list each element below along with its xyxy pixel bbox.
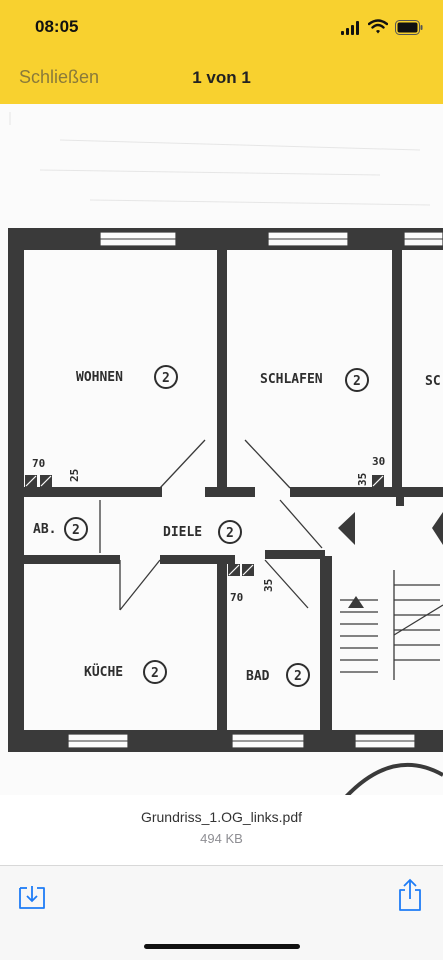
battery-icon [395,20,423,35]
dimension-25: 25 [68,469,81,482]
room-number-bad: 2 [294,669,302,684]
dimension-35-schlafen: 35 [356,473,369,486]
wifi-icon [368,19,388,34]
save-to-files-icon[interactable] [18,884,46,910]
room-number-diele: 2 [226,526,234,541]
pdf-document-view[interactable]: WOHNEN SCHLAFEN SC AB. DIELE KÜCHE BAD 2… [0,104,443,795]
room-label-schlafen: SCHLAFEN [260,372,323,387]
navigation-bar: Schließen 1 von 1 [0,56,443,104]
cellular-signal-icon [341,21,359,35]
dimension-70-wohnen: 70 [32,457,45,470]
dimension-70-bad: 70 [230,591,243,604]
home-indicator [144,944,300,949]
room-number-abstellraum: 2 [72,523,80,538]
room-label-kueche: KÜCHE [84,664,123,680]
dimension-30: 30 [372,455,385,468]
dimension-35-bad: 35 [262,579,275,592]
floor-plan-drawing: WOHNEN SCHLAFEN SC AB. DIELE KÜCHE BAD 2… [8,112,443,795]
page-counter-title: 1 von 1 [192,68,251,87]
room-label-wohnen: WOHNEN [76,370,123,385]
room-label-sc: SC [425,374,441,389]
file-info: Grundriss_1.OG_links.pdf 494 KB [0,795,443,865]
room-label-abstellraum: AB. [33,522,56,537]
file-name: Grundriss_1.OG_links.pdf [140,809,303,825]
room-number-wohnen: 2 [162,371,170,386]
status-time: 08:05 [35,17,79,36]
file-size: 494 KB [200,831,243,846]
room-number-kueche: 2 [151,666,159,681]
close-button[interactable]: Schließen [19,67,100,87]
status-bar: 08:05 [0,0,443,56]
room-label-bad: BAD [246,669,270,684]
room-label-diele: DIELE [163,525,202,540]
share-icon[interactable] [396,878,424,912]
room-number-schlafen: 2 [353,374,361,389]
